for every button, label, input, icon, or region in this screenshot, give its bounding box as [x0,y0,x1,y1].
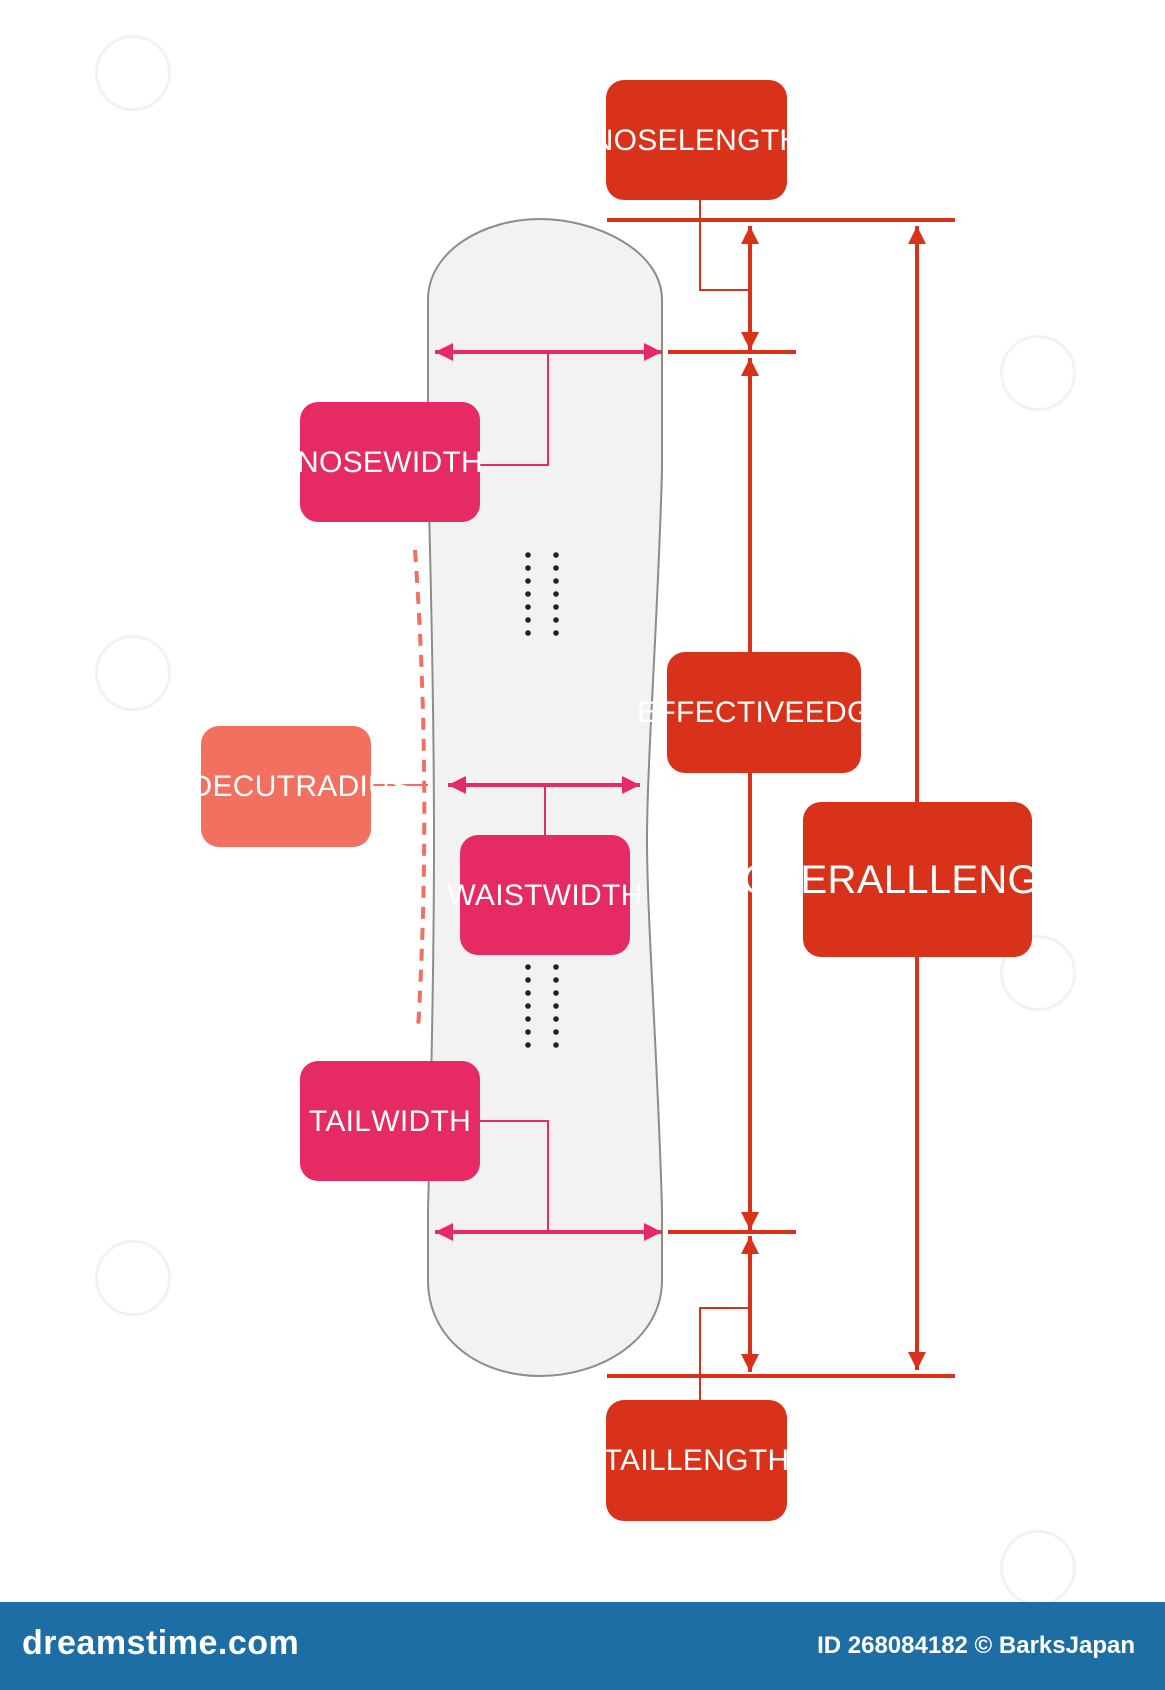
watermark-spiral-icon [95,635,171,711]
nose-length-label: NOSE LENGTH [592,80,801,200]
image-credit: ID 268084182 © BarksJapan [817,1632,1135,1659]
effective-edge-line1: EFFECTIVE [637,696,805,729]
red-leaders [699,200,748,1400]
sidecut-radius-label: SIDECUT RADIUS [162,726,410,847]
tail-width-line1: TAIL [308,1104,372,1138]
tail-length-label: TAIL LENGTH [603,1400,790,1521]
nose-width-line2: WIDTH [383,445,484,479]
overall-length-line2: LENGTH [928,857,1093,902]
watermark-spiral-icon [1000,335,1076,411]
snowboard-diagram [370,200,955,1400]
waist-width-line2: WIDTH [542,878,643,912]
overall-length-line1: OVERALL [742,857,929,902]
nose-length-line1: NOSE [591,123,678,157]
binding-inserts [525,552,559,1048]
nose-length-line2: LENGTH [677,123,802,157]
nose-width-line1: NOSE [296,445,384,479]
tail-length-line2: LENGTH [665,1444,790,1477]
dreamstime-logo: dreamstime.com [22,1624,300,1662]
tail-width-label: TAIL WIDTH [300,1061,480,1181]
sidecut-radius-line2: RADIUS [295,770,411,803]
nose-width-label: NOSE WIDTH [296,402,484,522]
overall-length-label: OVERALL LENGTH [742,802,1093,957]
waist-width-label: WAIST WIDTH [447,835,642,955]
footer-bar: dreamstime.com ID 268084182 © BarksJapan [0,1602,1165,1690]
tail-width-line2: WIDTH [371,1104,472,1138]
watermark-spiral-icon [95,1240,171,1316]
watermark-spiral-icon [1000,1530,1076,1606]
watermark-spiral-icon [95,35,171,111]
watermark-spiral-icon [1000,935,1076,1011]
waist-width-line1: WAIST [447,878,543,912]
pink-leaders [478,352,549,1232]
effective-edge-label: EFFECTIVE EDGE [637,652,891,773]
tail-length-line1: TAIL [603,1444,666,1477]
reference-lines [607,218,955,1378]
sidecut-radius-line [413,549,427,1031]
effective-edge-line2: EDGE [804,696,891,729]
sidecut-radius-line1: SIDECUT [161,770,296,803]
